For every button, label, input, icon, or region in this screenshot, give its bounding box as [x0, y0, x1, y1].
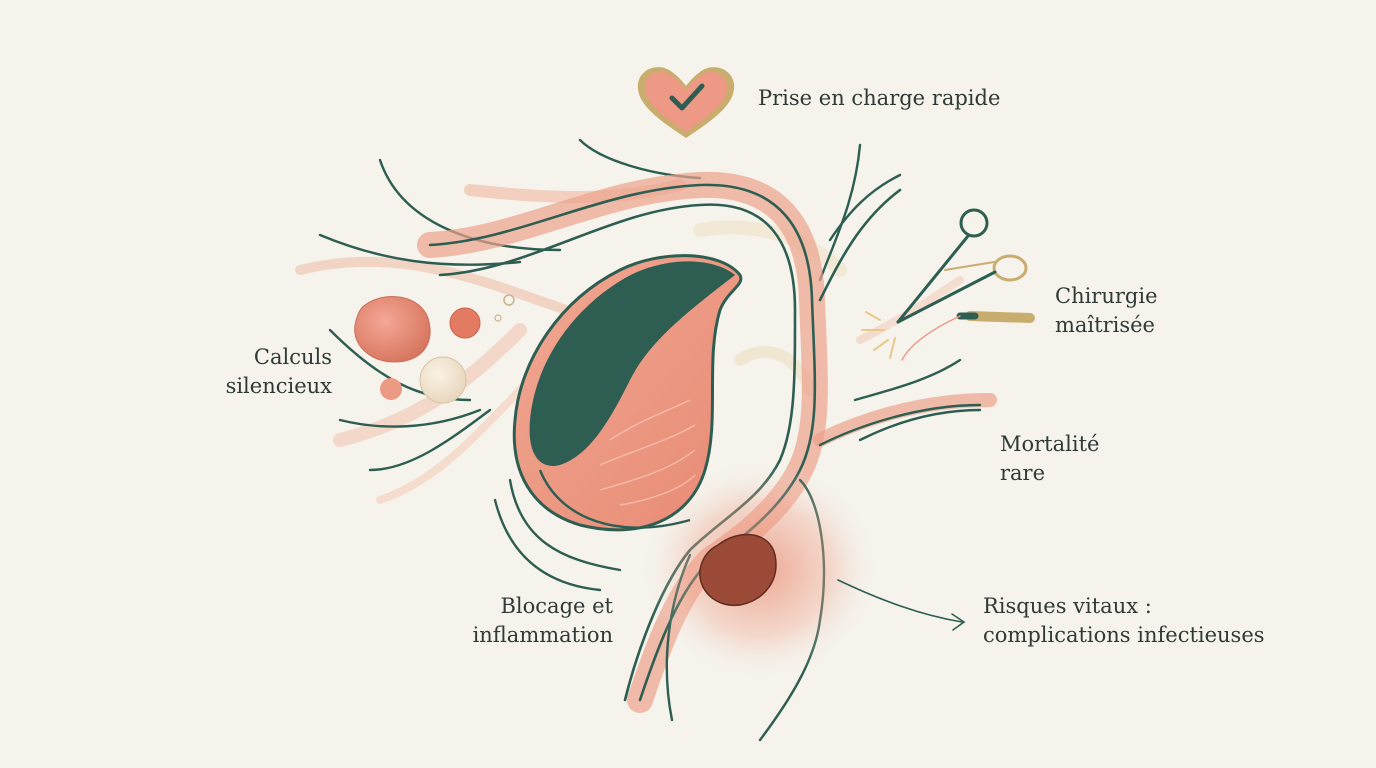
label-stones-line2: silencieux	[225, 374, 332, 398]
label-rapid-care-text: Prise en charge rapide	[758, 86, 1001, 110]
gallbladder	[512, 254, 743, 532]
surgical-scissors-icon	[861, 208, 1035, 361]
label-blockage-line1: Blocage et	[500, 594, 614, 618]
label-blockage: Blocage et inflammation	[440, 592, 613, 650]
label-stones-line1: Calculs	[253, 345, 332, 369]
label-risks-line1: Risques vitaux :	[983, 594, 1152, 618]
risks-arrow	[837, 579, 966, 631]
label-risks: Risques vitaux : complications infectieu…	[983, 592, 1265, 650]
label-surgery-line2: maîtrisée	[1055, 313, 1155, 337]
blocking-stone	[699, 533, 777, 606]
label-stones: Calculs silencieux	[200, 343, 332, 401]
label-mortality-line2: rare	[1000, 461, 1046, 485]
label-mortality: Mortalité rare	[1000, 430, 1099, 488]
label-surgery: Chirurgie maîtrisée	[1055, 282, 1158, 340]
label-surgery-line1: Chirurgie	[1055, 284, 1158, 308]
label-risks-line2: complications infectieuses	[983, 623, 1265, 647]
label-mortality-line1: Mortalité	[1000, 432, 1100, 456]
heart-check-icon	[637, 67, 735, 138]
gallstones	[354, 294, 515, 404]
label-blockage-line2: inflammation	[472, 623, 613, 647]
label-rapid-care: Prise en charge rapide	[758, 84, 1000, 113]
